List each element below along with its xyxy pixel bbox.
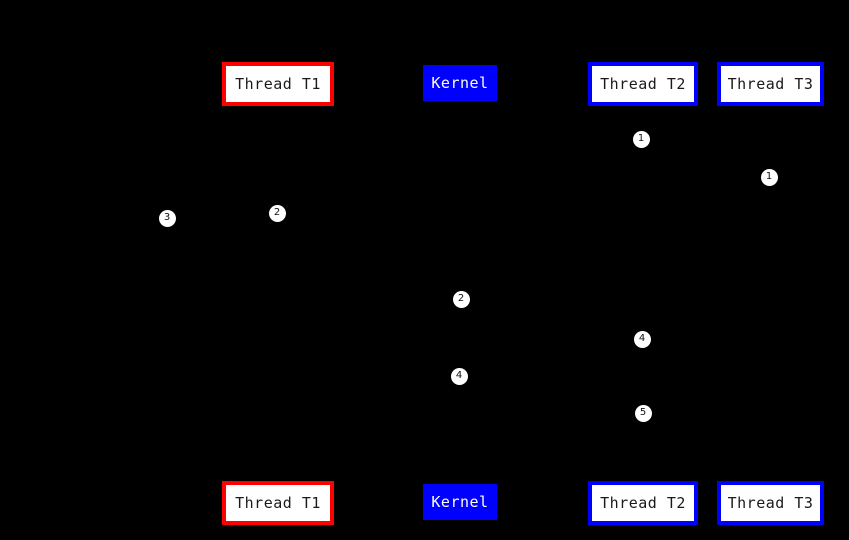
lifeline-thread-t2 — [643, 106, 644, 481]
arrowhead-icon — [277, 364, 284, 370]
participant-box-thread-t1-top: Thread T1 — [222, 62, 334, 106]
message-arrow-6 — [277, 364, 460, 370]
arrowhead-icon — [277, 287, 284, 293]
participant-box-thread-t2-bottom: Thread T2 — [588, 481, 698, 525]
lifeline-thread-t1 — [278, 106, 279, 481]
arrowhead-icon — [459, 165, 466, 171]
step-marker-2: 2 — [268, 204, 286, 222]
step-marker-1: 1 — [632, 130, 650, 148]
participant-box-thread-t3-bottom: Thread T3 — [717, 481, 824, 525]
participant-box-kernel-bottom: Kernel — [423, 484, 497, 520]
message-arrow-2 — [459, 165, 770, 171]
message-arrow-4 — [277, 287, 460, 293]
arrowhead-icon — [459, 327, 466, 333]
step-marker-1: 1 — [760, 168, 778, 186]
participant-box-thread-t1-bottom: Thread T1 — [222, 481, 334, 525]
participant-box-kernel-top: Kernel — [423, 65, 497, 101]
lifeline-thread-t3 — [770, 106, 771, 481]
message-arrow-5 — [459, 327, 643, 333]
step-marker-5: 5 — [634, 404, 652, 422]
arrowhead-icon — [459, 401, 466, 407]
step-marker-3: 3 — [158, 209, 176, 227]
message-arrow-3 — [158, 204, 278, 232]
participant-box-thread-t3-top: Thread T3 — [717, 62, 824, 106]
step-marker-4: 4 — [633, 330, 651, 348]
participant-box-thread-t2-top: Thread T2 — [588, 62, 698, 106]
message-arrow-7 — [459, 401, 643, 407]
step-marker-4: 4 — [450, 367, 468, 385]
step-marker-2: 2 — [452, 290, 470, 308]
arrowhead-icon — [459, 127, 466, 133]
message-arrow-1 — [459, 127, 643, 133]
